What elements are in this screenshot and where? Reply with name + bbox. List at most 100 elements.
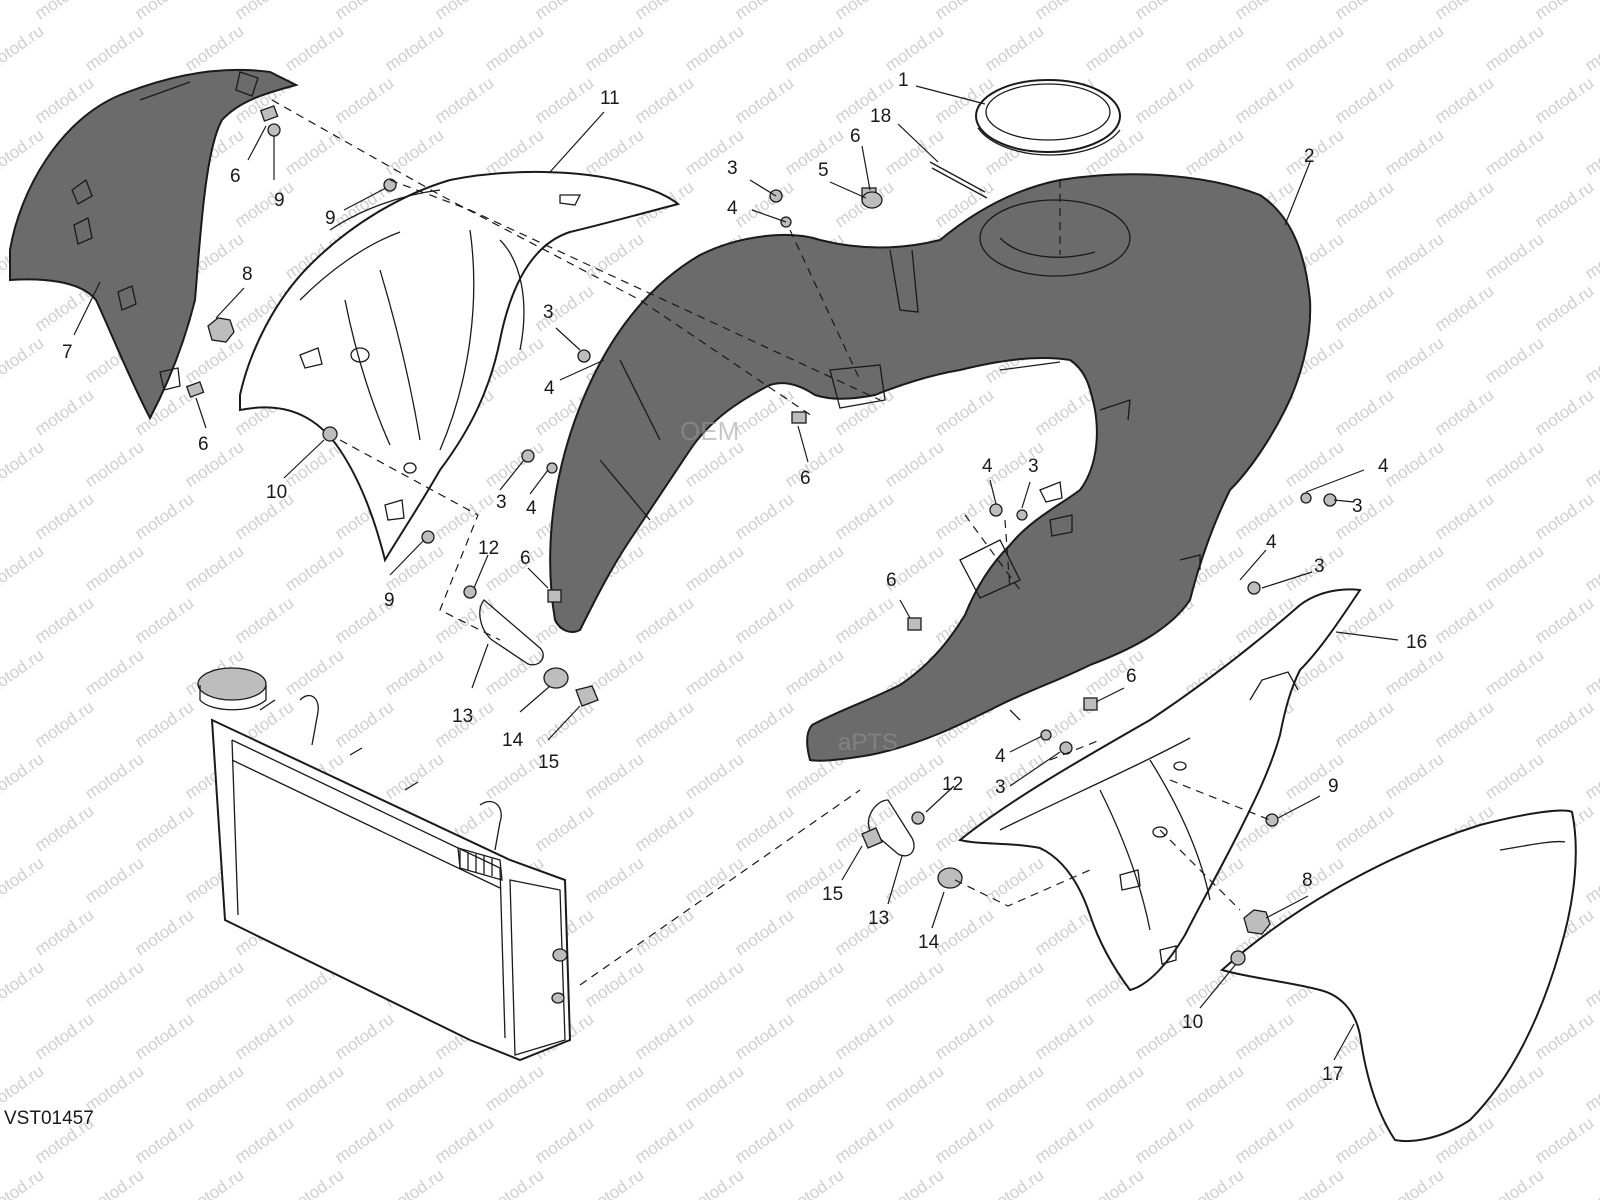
watermark-text: motod.ru [981, 1165, 1047, 1200]
watermark-text: motod.ru [881, 853, 947, 907]
watermark-text: motod.ru [881, 1165, 947, 1200]
watermark-text: motod.ru [0, 21, 47, 75]
watermark-text: motod.ru [1381, 125, 1447, 179]
watermark-text: motod.ru [381, 1061, 447, 1115]
watermark-text: motod.ru [831, 0, 897, 23]
watermark-text: motod.ru [181, 1165, 247, 1200]
callout-10: 10 [1182, 1012, 1203, 1033]
watermark-text: motod.ru [981, 21, 1047, 75]
watermark-text: motod.ru [231, 1009, 297, 1063]
watermark-text: motod.ru [1331, 177, 1397, 231]
watermark-text: motod.ru [1481, 21, 1547, 75]
watermark-text: motod.ru [1281, 21, 1347, 75]
callout-6: 6 [1126, 666, 1137, 687]
watermark-text: motod.ru [1581, 541, 1600, 595]
callout-4: 4 [982, 456, 993, 477]
watermark-text: motod.ru [581, 1061, 647, 1115]
callout-6: 6 [850, 126, 861, 147]
watermark-text: motod.ru [881, 1061, 947, 1115]
watermark-text: motod.ru [1081, 1165, 1147, 1200]
watermark-text: motod.ru [1481, 1165, 1547, 1200]
watermark-text: motod.ru [181, 541, 247, 595]
watermark-text: motod.ru [581, 749, 647, 803]
watermark-text: motod.ru [631, 801, 697, 855]
watermark-text: motod.ru [781, 437, 847, 491]
watermark-text: motod.ru [1081, 1061, 1147, 1115]
callout-4: 4 [1266, 532, 1277, 553]
callout-2: 2 [1304, 146, 1315, 167]
watermark-text: motod.ru [81, 21, 147, 75]
callout-13: 13 [868, 908, 889, 929]
watermark-text: motod.ru [531, 73, 597, 127]
callout-6: 6 [230, 166, 241, 187]
radiator [197, 667, 572, 1062]
part-16-inner-panel [957, 588, 1362, 992]
watermark-text: motod.ru [0, 957, 47, 1011]
watermark-text: motod.ru [131, 697, 197, 751]
watermark-text: motod.ru [931, 385, 997, 439]
watermark-text: motod.ru [1581, 749, 1600, 803]
watermark-text: motod.ru [781, 957, 847, 1011]
watermark-text: motod.ru [631, 697, 697, 751]
watermark-text: motod.ru [481, 1061, 547, 1115]
callout-14: 14 [918, 932, 940, 953]
watermark-text: motod.ru [831, 593, 897, 647]
watermark-text: motod.ru [231, 593, 297, 647]
watermark-text: motod.ru [381, 1165, 447, 1200]
watermark-text: motod.ru [831, 1113, 897, 1167]
watermark-text: motod.ru [381, 645, 447, 699]
watermark-text: motod.ru [431, 73, 497, 127]
callout-9: 9 [384, 590, 395, 611]
watermark-text: motod.ru [231, 0, 297, 23]
watermark-text: motod.ru [1181, 1165, 1247, 1200]
watermark-text: motod.ru [781, 21, 847, 75]
watermark-text: motod.ru [1531, 697, 1597, 751]
watermark-text: motod.ru [81, 749, 147, 803]
callout-4: 4 [544, 378, 555, 399]
watermark-text: motod.ru [581, 1165, 647, 1200]
watermark-text: motod.ru [181, 21, 247, 75]
watermark-text: motod.ru [481, 1165, 547, 1200]
watermark-text: motod.ru [531, 697, 597, 751]
watermark-text: motod.ru [531, 0, 597, 23]
watermark-text: motod.ru [581, 957, 647, 1011]
watermark-text: motod.ru [81, 853, 147, 907]
callout-7: 7 [62, 342, 73, 363]
watermark-text: motod.ru [831, 1009, 897, 1063]
callout-3: 3 [496, 492, 507, 513]
watermark-text: motod.ru [1231, 1009, 1297, 1063]
part-1-filler-ring [975, 79, 1121, 156]
watermark-text: motod.ru [731, 801, 797, 855]
callout-10: 10 [266, 482, 287, 503]
callout-4: 4 [1378, 456, 1389, 477]
watermark-text: motod.ru [1481, 437, 1547, 491]
callout-15: 15 [822, 884, 843, 905]
watermark-text: motod.ru [1381, 645, 1447, 699]
callout-3: 3 [727, 158, 738, 179]
watermark-text: motod.ru [131, 801, 197, 855]
watermark-text: motod.ru [1231, 73, 1297, 127]
watermark-text: motod.ru [31, 489, 97, 543]
leader-lines [73, 85, 1399, 1061]
watermark-text: motod.ru [1231, 1113, 1297, 1167]
watermark-text: motod.ru [1181, 1061, 1247, 1115]
watermark-text: motod.ru [281, 1061, 347, 1115]
watermark-text: motod.ru [681, 21, 747, 75]
watermark-text: motod.ru [331, 697, 397, 751]
callout-9: 9 [325, 208, 336, 229]
watermark-text: motod.ru [631, 73, 697, 127]
watermark-text: motod.ru [1031, 385, 1097, 439]
watermark-text: motod.ru [481, 21, 547, 75]
watermark-text: motod.ru [1531, 593, 1597, 647]
watermark-text: motod.ru [1381, 229, 1447, 283]
watermark-text: motod.ru [1481, 333, 1547, 387]
watermark-text: motod.ru [681, 957, 747, 1011]
callout-11: 11 [600, 88, 620, 109]
watermark-text: motod.ru [231, 489, 297, 543]
watermark-text: motod.ru [31, 1009, 97, 1063]
watermark-text: motod.ru [1581, 125, 1600, 179]
watermark-text: motod.ru [81, 541, 147, 595]
watermark-text: motod.ru [1031, 0, 1097, 23]
watermark-text: motod.ru [1531, 281, 1597, 335]
